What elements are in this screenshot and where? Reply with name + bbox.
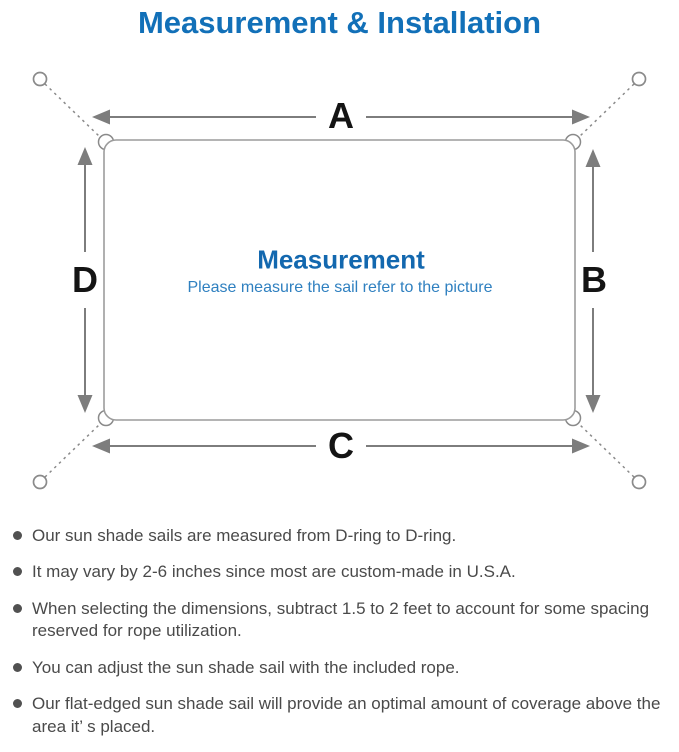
dimension-label-c: C [328,425,354,466]
note-text: When selecting the dimensions, subtract … [32,598,650,641]
arrow-d-head-bottom [77,395,93,413]
rope-line-bottom-right [578,423,635,478]
note-text: Our sun shade sails are measured from D-… [32,526,457,545]
note-text: You can adjust the sun shade sail with t… [32,657,460,677]
rope-line-bottom-left [44,423,101,478]
arrow-a-head-right [572,109,590,125]
arrow-c-head-right [572,438,590,454]
bullet-icon [13,567,22,577]
rope-line-top-right [578,83,635,138]
diagram-center-title: Measurement [257,244,425,275]
sail-diagram-canvas [32,71,647,490]
arrow-a-head-left [92,109,110,125]
bullet-icon [13,699,22,709]
arrow-b-head-bottom [585,395,601,413]
rope-line-top-left [44,83,101,138]
diagram-center-subtitle: Please measure the sail refer to the pic… [187,279,493,296]
anchor-point-circle-bottom-left [32,474,48,490]
arrow-d-head-top [77,147,93,165]
note-text: Our flat-edged sun shade sail will provi… [32,694,661,736]
measurement-diagram: A B C D Measurement Please measure the s… [32,71,647,490]
bullet-icon [13,662,22,672]
dimension-label-b: B [581,259,607,300]
dimension-label-d: D [72,259,98,300]
sail-outline [103,139,576,421]
list-item: Our flat-edged sun shade sail will provi… [13,693,673,738]
list-item: You can adjust the sun shade sail with t… [13,657,673,679]
notes-list: Our sun shade sails are measured from D-… [13,525,673,752]
arrow-c-head-left [92,438,110,454]
note-text: It may vary by 2-6 inches since most are… [32,562,516,582]
list-item: It may vary by 2-6 inches since most are… [13,561,673,583]
anchor-point-circle-top-right [631,71,647,87]
list-item: When selecting the dimensions, subtract … [13,598,673,643]
anchor-point-circle-top-left [32,71,48,87]
anchor-point-circle-bottom-right [631,474,647,490]
list-item: Our sun shade sails are measured from D-… [13,525,673,547]
page-title: Measurement & Installation [137,5,542,40]
bullet-icon [13,531,22,540]
dimension-label-a: A [328,95,354,136]
arrow-b-head-top [585,149,601,167]
bullet-icon [13,603,22,613]
